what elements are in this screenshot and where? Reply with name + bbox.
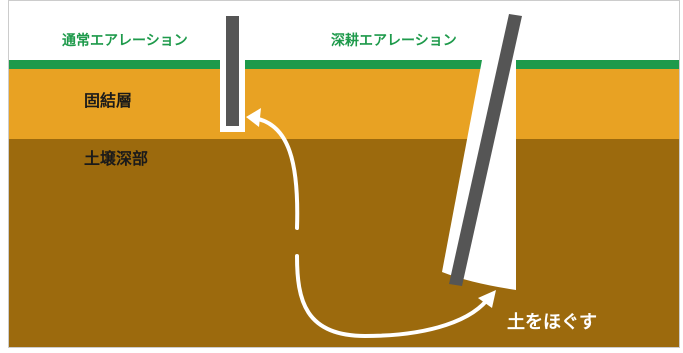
soil-loosening-arrow <box>251 116 492 339</box>
hardpan-layer <box>8 68 680 139</box>
grass-strip <box>8 60 680 69</box>
frame-border <box>8 0 680 348</box>
arrow-upper-segment <box>251 116 300 230</box>
hardpan-label: 固結層 <box>84 91 133 110</box>
deep-aeration-tine <box>449 14 522 286</box>
deep-soil-layer <box>8 138 680 348</box>
deep-aeration-label: 深耕エアレーション <box>331 33 457 49</box>
deep-soil-label: 土壌深部 <box>84 149 149 168</box>
normal-aeration-label: 通常エアレーション <box>62 33 188 49</box>
loosen-soil-caption: 土をほぐす <box>507 312 597 333</box>
arrow-lower-segment <box>295 254 492 339</box>
arrowhead-right <box>478 290 496 308</box>
arrowhead-left <box>246 108 261 127</box>
normal-aeration-tine <box>226 16 239 126</box>
